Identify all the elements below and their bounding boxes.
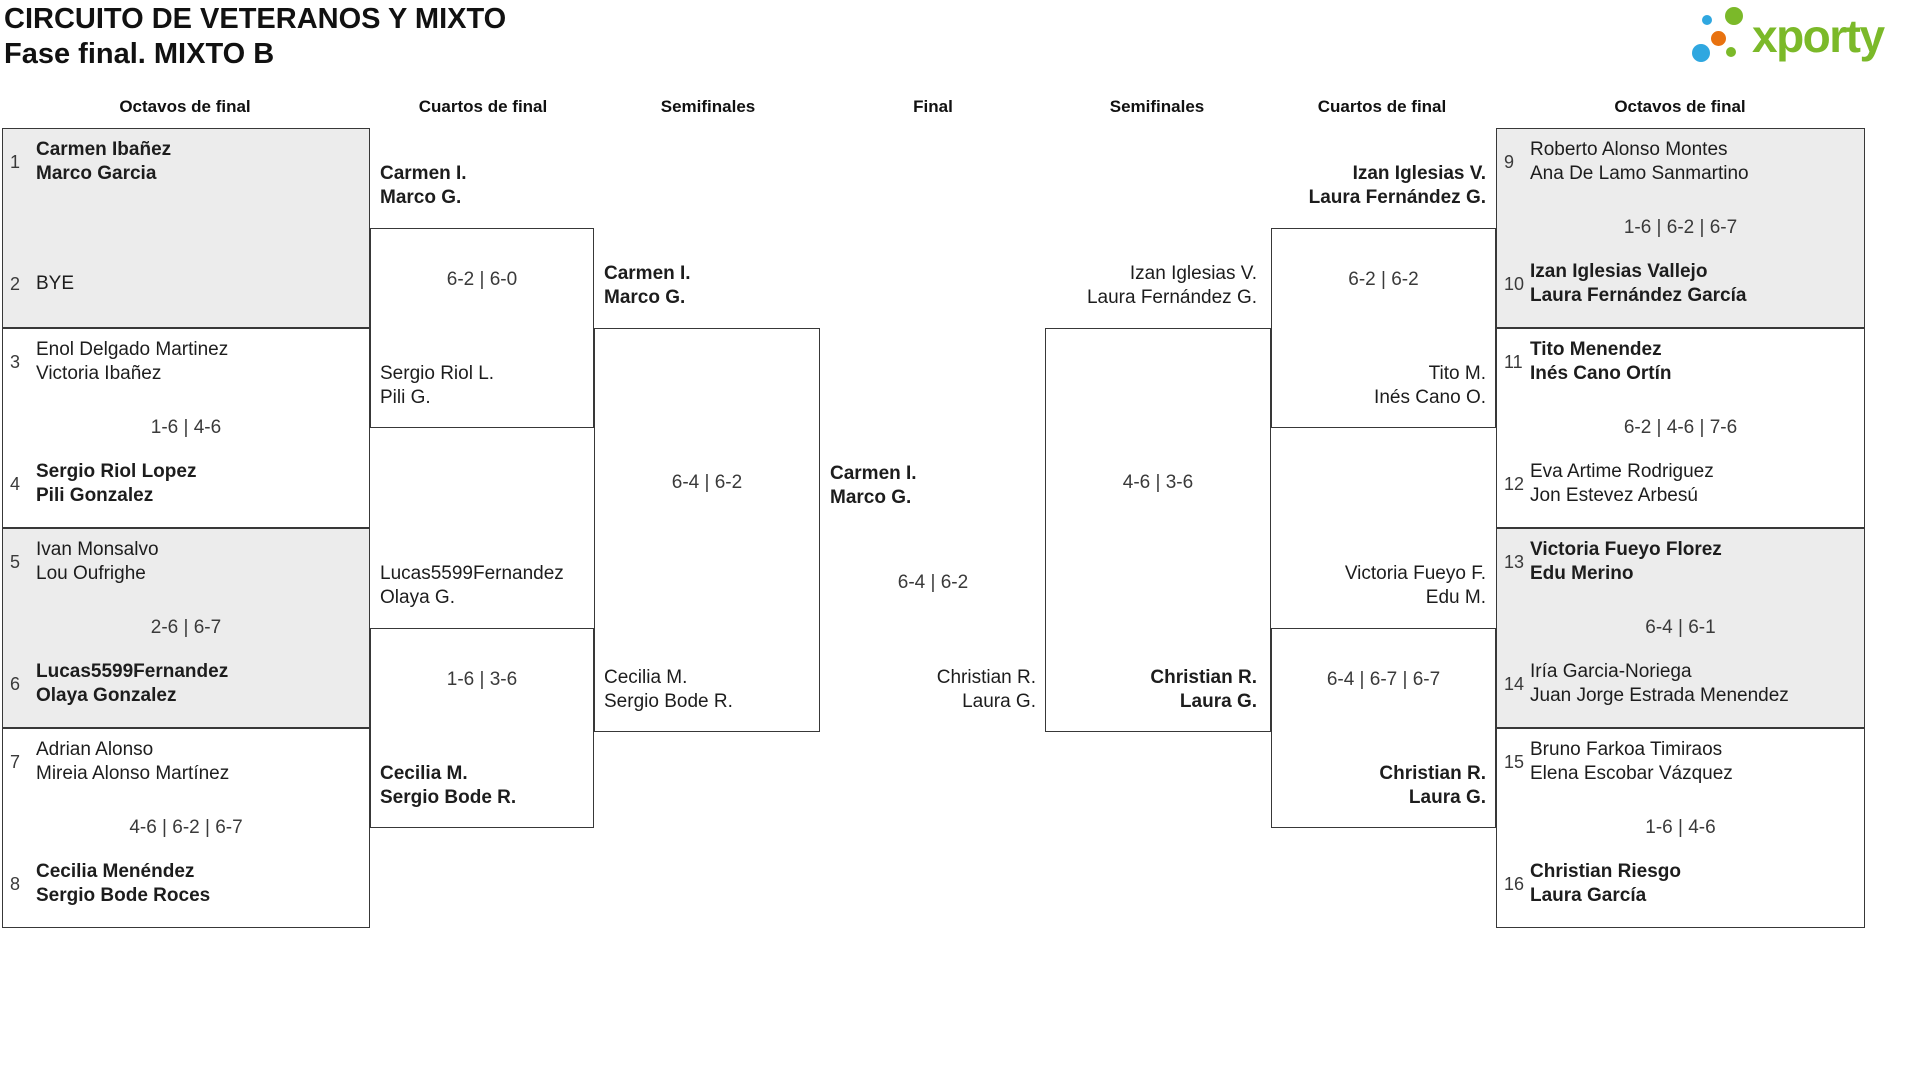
seed-number: 15 <box>1504 751 1525 772</box>
match-score: 1-6 | 4-6 <box>150 417 222 438</box>
match-score: 1-6 | 4-6 <box>1645 817 1716 838</box>
seed-number: 12 <box>1504 473 1525 494</box>
seed-number: 2 <box>10 273 21 294</box>
team-label: Christian R.Laura G. <box>1379 763 1486 808</box>
round-header-octavos-left: Octavos de final <box>119 97 251 116</box>
seed-number: 1 <box>10 151 21 172</box>
match-score: 6-4 | 6-7 | 6-7 <box>1326 669 1441 690</box>
seed-number: 7 <box>10 751 21 772</box>
team-label: Victoria Fueyo F.Edu M. <box>1344 563 1486 608</box>
match-box-octavos-left-4 <box>2 728 370 928</box>
match-box-octavos-right-2 <box>1496 328 1865 528</box>
round-header-octavos-right: Octavos de final <box>1614 97 1746 116</box>
seed-number: 14 <box>1504 673 1525 694</box>
match-score: 2-6 | 6-7 <box>150 617 222 638</box>
seed-number: 13 <box>1504 551 1525 572</box>
phase-name: Fase final. MIXTO B <box>4 38 275 70</box>
match-box-octavos-right-1 <box>1496 128 1865 328</box>
team-label: Cecilia M.Sergio Bode R. <box>604 667 733 712</box>
round-header-cuartos-right: Cuartos de final <box>1317 97 1447 116</box>
seed-number: 6 <box>10 673 21 694</box>
match-score: 6-4 | 6-2 <box>671 472 743 493</box>
logo-dot-orange <box>1711 31 1726 46</box>
team-label: Sergio Riol L.Pili G. <box>380 363 495 408</box>
logo-dot-green-small <box>1726 47 1736 57</box>
tournament-name: CIRCUITO DE VETERANOS Y MIXTO <box>4 3 507 35</box>
match-box-octavos-left-1 <box>2 128 370 328</box>
logo-dot-blue-large <box>1692 44 1710 62</box>
seed-number: 16 <box>1504 873 1525 894</box>
match-score: 4-6 | 6-2 | 6-7 <box>129 817 243 838</box>
logo-wordmark: xporty <box>1752 10 1885 62</box>
match-box-octavos-right-4 <box>1496 728 1865 928</box>
logo-dot-green-large <box>1725 7 1743 25</box>
match-box-cuartos-left-2 <box>370 628 594 828</box>
round-header-final: Final <box>913 97 953 116</box>
match-score: 4-6 | 3-6 <box>1122 472 1194 493</box>
seed-number: 11 <box>1504 351 1523 372</box>
team-label: Izan Iglesias V.Laura Fernández G. <box>1086 263 1257 308</box>
team-label: Christian R.Laura G. <box>1150 667 1257 712</box>
round-header-semis-left: Semifinales <box>660 97 756 116</box>
match-box-octavos-right-3 <box>1496 528 1865 728</box>
team-entry-seed2: 2 BYE <box>10 273 75 294</box>
match-box-cuartos-left-1 <box>370 228 594 428</box>
final-winner-label: Carmen I.Marco G. <box>830 463 917 508</box>
round-header-cuartos-left: Cuartos de final <box>418 97 548 116</box>
seed-number: 10 <box>1504 273 1525 294</box>
match-score: 1-6 | 3-6 <box>446 669 518 690</box>
round-header-semis-right: Semifinales <box>1109 97 1205 116</box>
team-label: Cecilia M.Sergio Bode R. <box>380 763 517 808</box>
logo-dot-blue-small <box>1702 15 1712 25</box>
team-label: Carmen I.Marco G. <box>380 163 467 208</box>
page-title: CIRCUITO DE VETERANOS Y MIXTO Fase final… <box>4 2 506 72</box>
match-box-cuartos-right-2 <box>1271 628 1496 828</box>
team-label: Carmen I.Marco G. <box>604 263 691 308</box>
match-box-semifinal-right <box>1045 328 1271 732</box>
seed-number: 8 <box>10 873 21 894</box>
seed-number: 9 <box>1504 151 1515 172</box>
team-label: Tito M.Inés Cano O. <box>1374 363 1486 408</box>
seed-number: 4 <box>10 473 21 494</box>
seed-number: 3 <box>10 351 21 372</box>
match-box-octavos-left-3 <box>2 528 370 728</box>
match-box-semifinal-left <box>594 328 820 732</box>
match-box-cuartos-right-1 <box>1271 228 1496 428</box>
final-runnerup-label: Christian R.Laura G. <box>936 667 1036 712</box>
final-score: 6-4 | 6-2 <box>897 572 969 593</box>
match-score: 6-2 | 6-2 <box>1348 269 1419 290</box>
match-score: 6-2 | 4-6 | 7-6 <box>1623 417 1738 438</box>
match-score: 6-2 | 6-0 <box>446 269 518 290</box>
team-label: Izan Iglesias V.Laura Fernández G. <box>1308 163 1486 208</box>
seed-number: 5 <box>10 551 21 572</box>
match-score: 6-4 | 6-1 <box>1645 617 1716 638</box>
match-score: 1-6 | 6-2 | 6-7 <box>1623 217 1738 238</box>
match-box-octavos-left-2 <box>2 328 370 528</box>
